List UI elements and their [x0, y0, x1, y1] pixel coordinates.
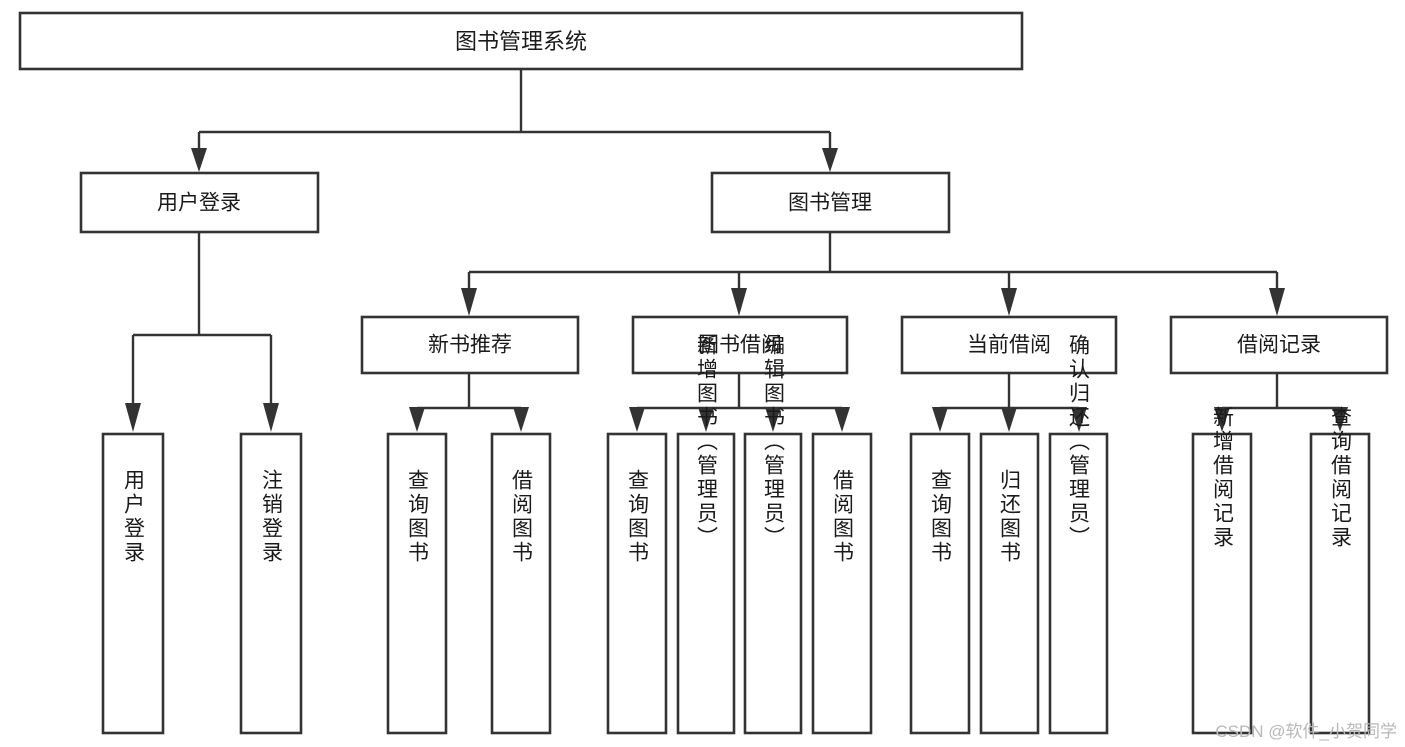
- node-book-manage-box[interactable]: [710, 171, 951, 234]
- connector-layer: [125, 69, 1348, 432]
- node-leaf-edit-book[interactable]: 编辑图书（管理员）: [743, 334, 803, 735]
- node-leaf-add-record-box[interactable]: [1191, 432, 1253, 735]
- node-leaf-query-book-2[interactable]: 查询图书: [606, 432, 668, 735]
- node-borrow-record[interactable]: 借阅记录: [1169, 315, 1389, 375]
- arrow-head-leaf-query-book-1: [409, 407, 425, 432]
- node-leaf-user-logout-box[interactable]: [239, 432, 303, 735]
- node-leaf-query-book-2-box[interactable]: [606, 432, 668, 735]
- node-leaf-query-record[interactable]: 查询借阅记录: [1309, 406, 1371, 735]
- arrow-head-book-manage: [822, 148, 838, 172]
- node-user-login[interactable]: 用户登录: [79, 171, 320, 234]
- arrow-head-leaf-borrow-book-2: [834, 407, 850, 432]
- node-leaf-query-book-2-label: 查询图书: [626, 469, 650, 565]
- arrow-head-new-book-recommend: [461, 288, 477, 316]
- node-leaf-user-logout[interactable]: 注销登录: [239, 432, 303, 735]
- node-leaf-return-book[interactable]: 归还图书: [979, 432, 1040, 735]
- arrow-head-user-login: [191, 148, 207, 172]
- arrow-head-leaf-query-book-2: [629, 407, 645, 432]
- node-leaf-borrow-book-1-label: 借阅图书: [510, 469, 534, 565]
- node-user-login-box[interactable]: [79, 171, 320, 234]
- node-current-borrow-box[interactable]: [900, 315, 1118, 375]
- node-leaf-borrow-book-2[interactable]: 借阅图书: [811, 432, 873, 735]
- node-root-box[interactable]: [18, 11, 1024, 71]
- node-user-login-label: 用户登录: [157, 192, 241, 215]
- node-book-manage-label: 图书管理: [788, 192, 872, 215]
- node-leaf-query-record-box[interactable]: [1309, 432, 1371, 735]
- node-leaf-add-record-label: 新增借阅记录: [1211, 406, 1235, 550]
- node-leaf-add-book-label: 新增图书（管理员）: [695, 334, 719, 550]
- node-leaf-query-book-1-label: 查询图书: [406, 469, 430, 565]
- node-leaf-user-login[interactable]: 用户登录: [101, 432, 165, 735]
- node-new-book-recommend-box[interactable]: [360, 315, 580, 375]
- node-book-manage[interactable]: 图书管理: [710, 171, 951, 234]
- node-current-borrow[interactable]: 当前借阅: [900, 315, 1118, 375]
- node-leaf-user-login-box[interactable]: [101, 432, 165, 735]
- arrow-head-leaf-add-book: [698, 407, 714, 432]
- node-book-borrow-box[interactable]: [631, 315, 849, 375]
- node-leaf-user-login-label: 用户登录: [122, 469, 146, 565]
- node-current-borrow-label: 当前借阅: [967, 334, 1051, 357]
- arrow-head-leaf-borrow-book-1: [513, 407, 529, 432]
- node-new-book-recommend-label: 新书推荐: [428, 334, 512, 357]
- node-leaf-query-book-3[interactable]: 查询图书: [909, 432, 971, 735]
- arrow-head-leaf-query-book-3: [932, 407, 948, 432]
- node-leaf-confirm-return-box[interactable]: [1048, 432, 1109, 735]
- node-leaf-borrow-book-2-box[interactable]: [811, 432, 873, 735]
- arrow-head-leaf-query-record: [1332, 407, 1348, 432]
- node-leaf-return-book-label: 归还图书: [998, 469, 1022, 565]
- node-leaf-confirm-return-label: 确认归还（管理员）: [1067, 334, 1091, 550]
- node-leaf-add-book[interactable]: 新增图书（管理员）: [676, 334, 736, 735]
- node-root[interactable]: 图书管理系统: [18, 11, 1024, 71]
- node-leaf-query-book-1[interactable]: 查询图书: [386, 432, 448, 735]
- arrow-head-leaf-user-login: [125, 403, 141, 432]
- arrow-head-leaf-confirm-return: [1071, 407, 1087, 432]
- arrow-head-leaf-return-book: [1001, 407, 1017, 432]
- node-borrow-record-label: 借阅记录: [1237, 334, 1321, 357]
- node-book-borrow[interactable]: 图书借阅: [631, 315, 849, 375]
- arrow-head-current-borrow: [1001, 288, 1017, 316]
- node-leaf-query-record-label: 查询借阅记录: [1329, 406, 1353, 550]
- arrow-head-borrow-record: [1269, 288, 1285, 316]
- node-leaf-borrow-book-1-box[interactable]: [490, 432, 552, 735]
- arrow-head-leaf-user-logout: [263, 403, 279, 432]
- node-leaf-query-book-3-box[interactable]: [909, 432, 971, 735]
- node-leaf-edit-book-label: 编辑图书（管理员）: [762, 334, 786, 550]
- node-leaf-query-book-3-label: 查询图书: [929, 469, 953, 565]
- node-leaf-add-book-box[interactable]: [676, 432, 736, 735]
- node-new-book-recommend[interactable]: 新书推荐: [360, 315, 580, 375]
- node-leaf-user-logout-label: 注销登录: [260, 469, 284, 565]
- arrow-head-leaf-add-record: [1214, 407, 1230, 432]
- node-leaf-borrow-book-2-label: 借阅图书: [831, 469, 855, 565]
- node-leaf-edit-book-box[interactable]: [743, 432, 803, 735]
- arrow-head-book-borrow: [731, 288, 747, 316]
- node-borrow-record-box[interactable]: [1169, 315, 1389, 375]
- node-leaf-confirm-return[interactable]: 确认归还（管理员）: [1048, 334, 1109, 735]
- node-leaf-return-book-box[interactable]: [979, 432, 1040, 735]
- node-leaf-borrow-book-1[interactable]: 借阅图书: [490, 432, 552, 735]
- node-leaf-add-record[interactable]: 新增借阅记录: [1191, 406, 1253, 735]
- node-root-label: 图书管理系统: [455, 29, 587, 54]
- arrow-head-leaf-edit-book: [765, 407, 781, 432]
- node-leaf-query-book-1-box[interactable]: [386, 432, 448, 735]
- node-book-borrow-label: 图书借阅: [698, 334, 782, 357]
